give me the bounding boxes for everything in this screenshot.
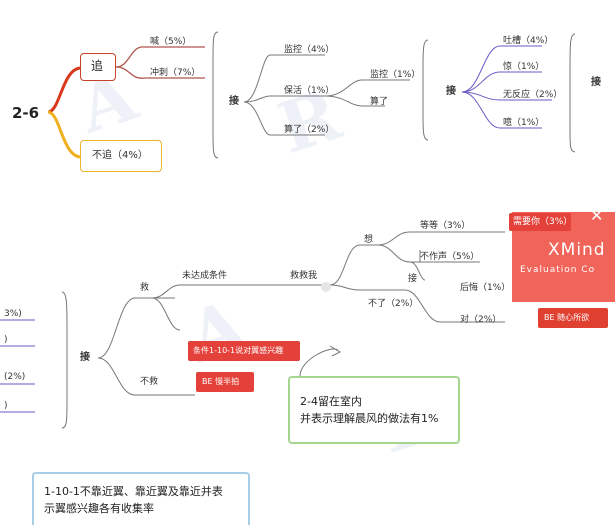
accept-node-1: 接 [229,96,239,107]
root-label: 2-6 [12,104,40,122]
note2-line2: 示翼感兴趣各有收集率 [44,502,154,515]
no-chase-node[interactable]: 不追（4%） [80,140,162,172]
mid-option-1: 监控（4%） [284,45,335,55]
silent-option: 不作声（5%） [420,252,480,262]
regret-option: 后悔（1%） [460,283,511,293]
accept-node-2: 接 [446,86,456,97]
no-chase-label: 不追（4%） [92,150,148,161]
be-follow-label: BE 随心所欲 [544,313,590,322]
note1-line1: 2-4留在室内 [300,395,362,408]
xmind-sub: Evaluation Co [520,265,596,275]
be-follow-node[interactable]: BE 随心所欲 [538,308,608,328]
sub-option-2: 算了 [370,97,389,107]
xmind-logo-icon: ✕ [590,206,604,225]
be-slow-label: BE 慢半拍 [202,377,240,386]
be-slow-node[interactable]: BE 慢半拍 [196,372,254,392]
accept-small: 接 [408,274,418,284]
no-option: 不了（2%） [368,299,419,309]
think-node: 想 [364,235,374,245]
left-partial-1: 3%) [4,309,22,319]
reaction-1: 吐槽（4%） [503,36,554,46]
not-met-node: 未达成条件 [182,271,228,281]
note-box-1: 2-4留在室内 并表示理解晨风的做法有1% [288,376,460,444]
save-node: 救 [140,283,150,293]
chase-option-2: 冲刺（7%） [150,68,201,78]
left-partial-2: ) [4,335,8,345]
right-option: 对（2%） [460,315,502,325]
accept-node-bottom: 接 [80,352,90,363]
chase-option-1: 喊（5%） [150,37,192,47]
save-me-node: 救救我 [290,271,318,281]
xmind-brand: XMind [548,240,606,260]
reaction-2: 惊（1%） [503,62,545,72]
note2-line1: 1-10-1不靠近翼、靠近翼及靠近并表 [44,485,223,498]
sub-option-1: 监控（1%） [370,70,421,80]
no-save-node: 不救 [140,377,159,387]
note1-line2: 并表示理解晨风的做法有1% [300,412,439,425]
need-you-node[interactable]: 需要你（3%） [509,213,573,231]
note-box-2: 1-10-1不靠近翼、靠近翼及靠近并表 示翼感兴趣各有收集率 [32,472,250,525]
wait-option: 等等（3%） [420,221,471,231]
condition-label: 条件1-10-1说对翼感兴趣 [193,346,284,355]
left-partial-4: ) [4,401,8,411]
accept-node-3: 接 [591,77,601,88]
chase-label: 追 [91,59,104,73]
chase-node[interactable]: 追 [80,53,116,81]
reaction-4: 噫（1%） [503,118,545,128]
need-you-label: 需要你（3%） [513,217,573,227]
condition-node[interactable]: 条件1-10-1说对翼感兴趣 [188,341,300,361]
mid-option-2: 保活（1%） [284,86,335,96]
left-partial-3: (2%) [4,372,26,382]
reaction-3: 无反应（2%） [503,90,563,100]
mid-option-3: 算了（2%） [284,125,335,135]
